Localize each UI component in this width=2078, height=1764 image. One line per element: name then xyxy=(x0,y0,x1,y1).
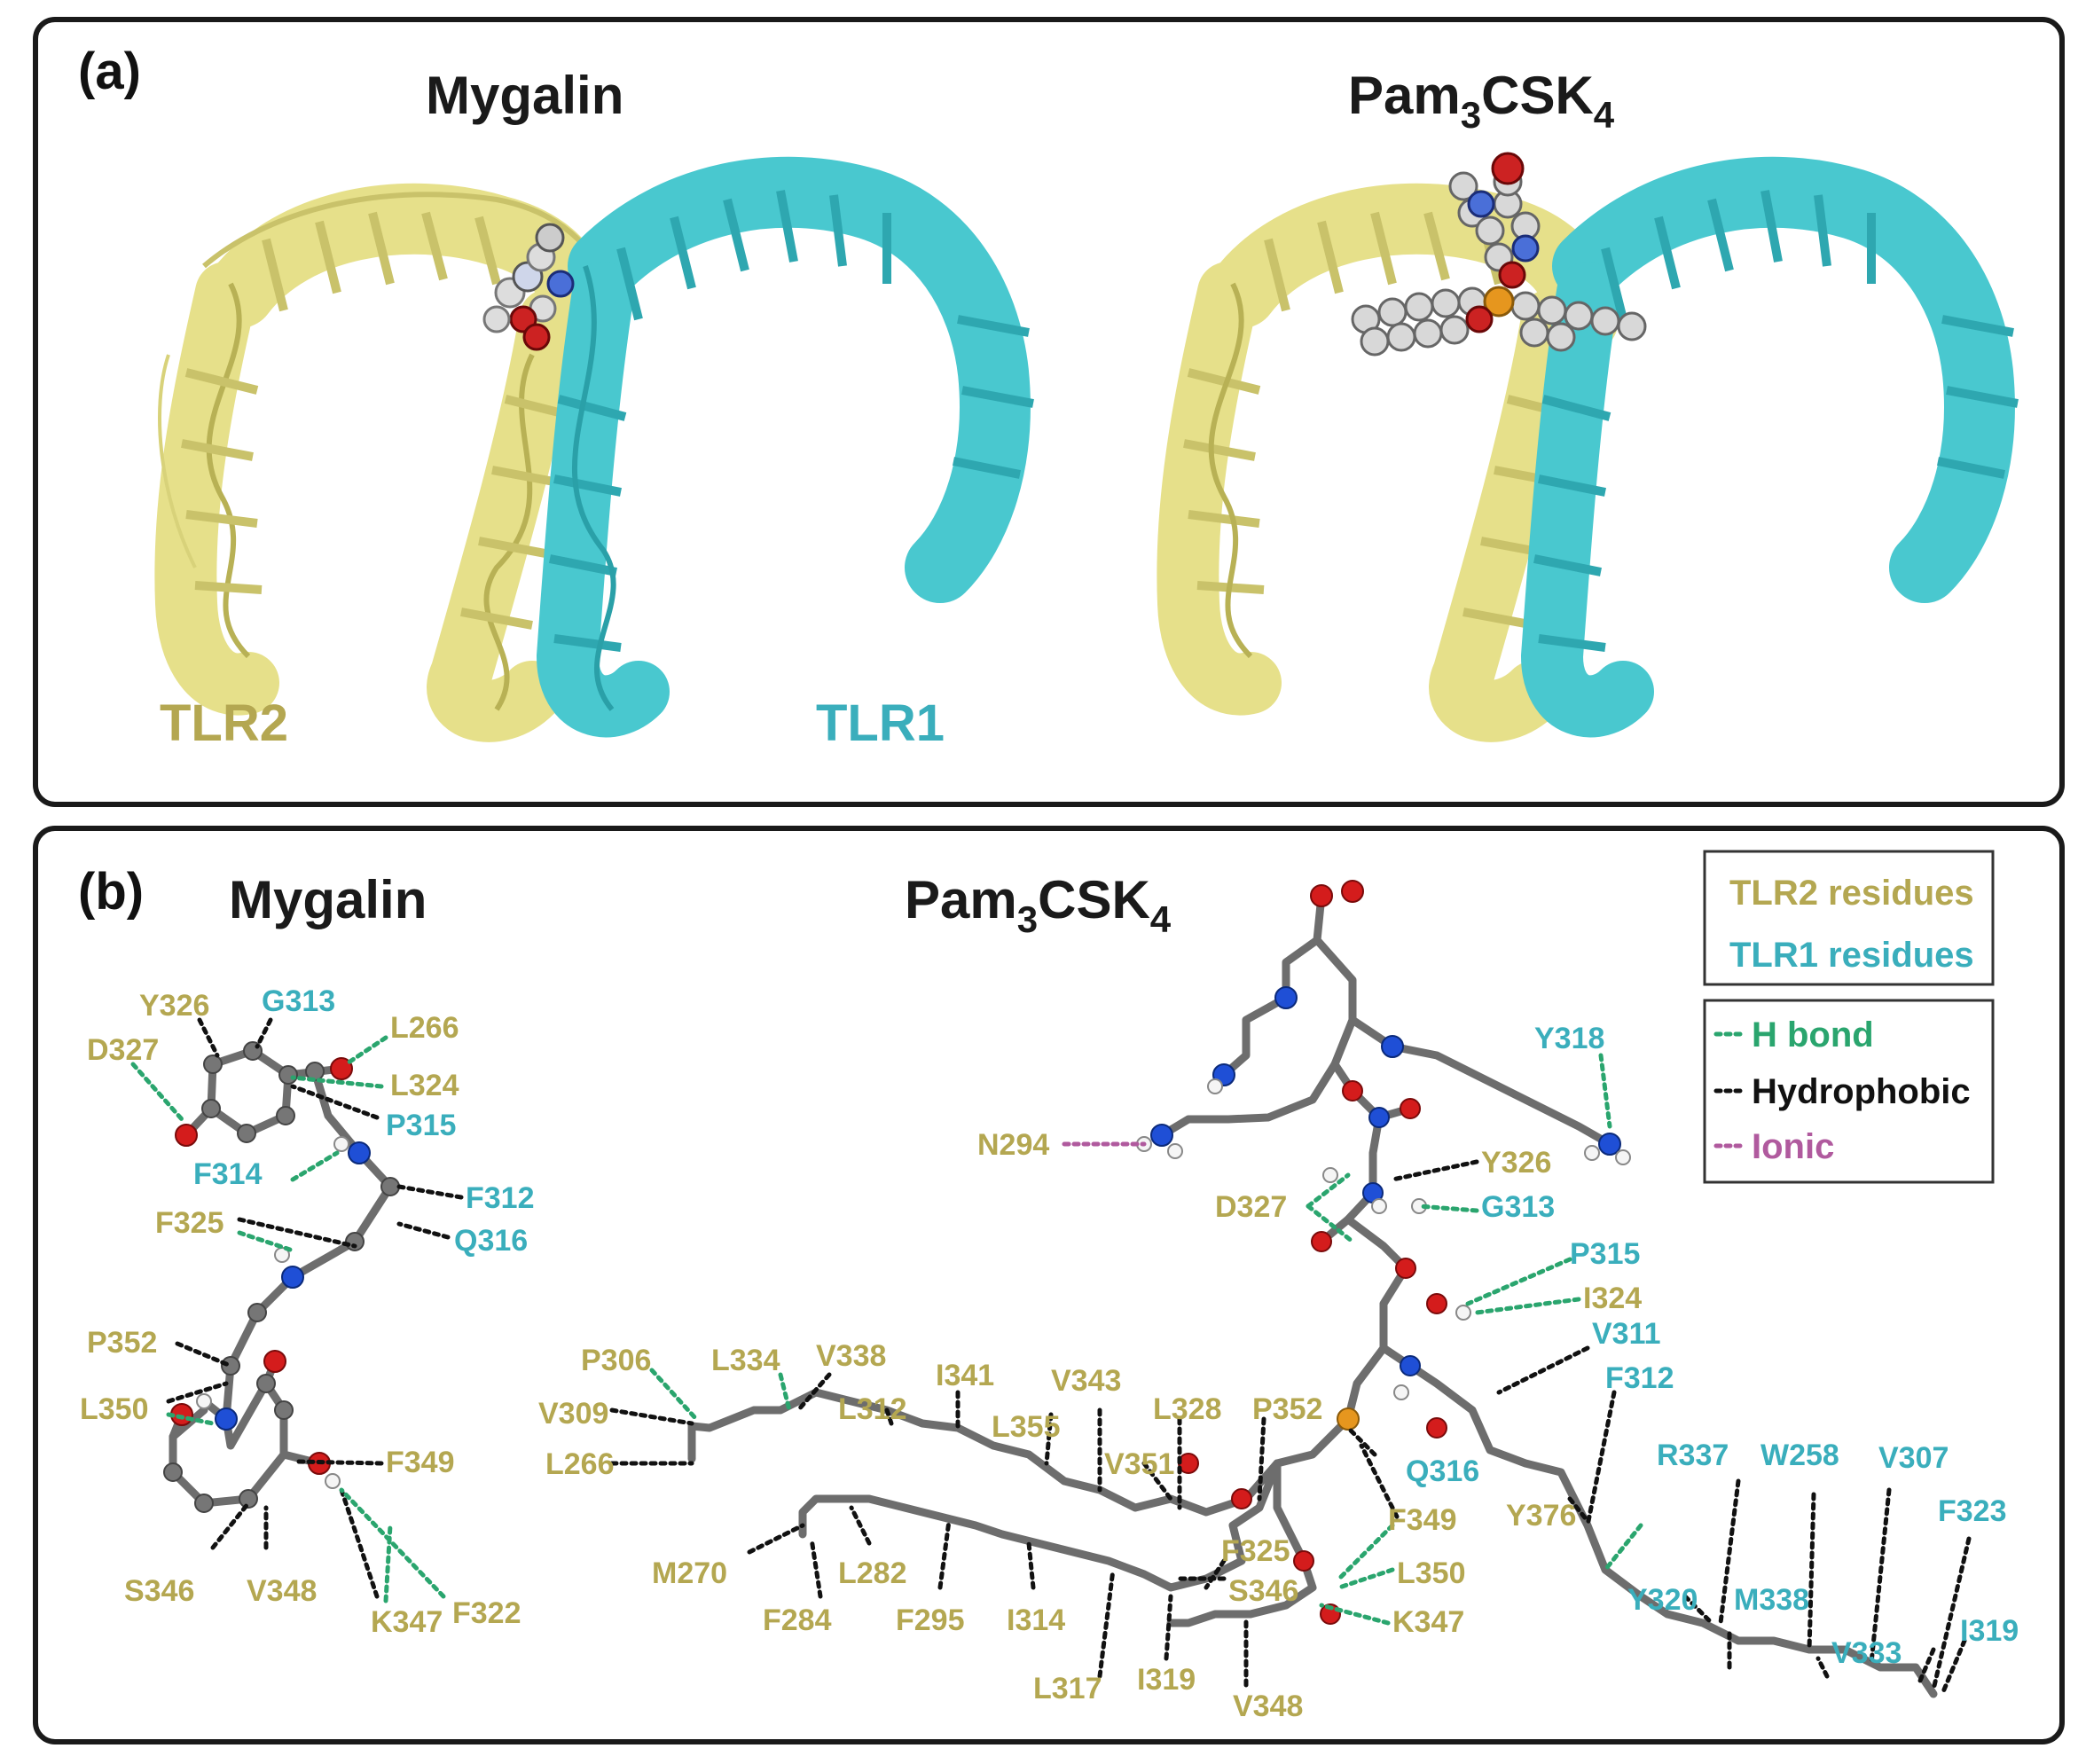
residue-label: S346 xyxy=(124,1574,194,1608)
residue-label: Q316 xyxy=(1406,1454,1479,1488)
panel-a-label: (a) xyxy=(78,43,141,100)
panel-b-title-pam3csk4: Pam3CSK4 xyxy=(905,870,1172,940)
tlr2-label: TLR2 xyxy=(160,694,288,752)
residue-label: K347 xyxy=(371,1605,443,1639)
residue-label: I319 xyxy=(1137,1663,1196,1697)
tlr1-ribbon-left xyxy=(536,156,1034,738)
residue-label: F349 xyxy=(386,1446,455,1479)
pam3csk4-spacefill xyxy=(1351,152,1647,357)
residue-label: F312 xyxy=(466,1181,535,1215)
residue-label: M270 xyxy=(652,1556,727,1590)
mygalin-interactions xyxy=(130,1017,464,1603)
residue-label: L312 xyxy=(838,1392,907,1426)
residue-label: F295 xyxy=(896,1603,965,1637)
residue-label: V311 xyxy=(1592,1317,1661,1351)
residue-label: F312 xyxy=(1605,1361,1674,1395)
legend-tlr1-residues: TLR1 residues xyxy=(1729,936,1974,975)
residue-label: Y326 xyxy=(139,989,209,1023)
residue-label: L334 xyxy=(711,1344,780,1377)
residue-label: V348 xyxy=(247,1574,317,1608)
residue-label: D327 xyxy=(1215,1190,1287,1224)
residue-label: I341 xyxy=(936,1359,994,1392)
residue-label: L355 xyxy=(992,1410,1061,1444)
residue-label: L350 xyxy=(80,1392,149,1426)
residue-label: P315 xyxy=(386,1109,456,1142)
panel-a-frame xyxy=(33,17,2065,807)
residue-label: V348 xyxy=(1233,1690,1303,1723)
residue-label: F284 xyxy=(763,1603,832,1637)
pam3csk4-interactions xyxy=(609,1053,1972,1697)
residue-label: V307 xyxy=(1878,1441,1949,1475)
residue-label: W258 xyxy=(1760,1439,1839,1472)
legend-hydrophobic: Hydrophobic xyxy=(1752,1072,1971,1111)
residue-label: Y376 xyxy=(1506,1499,1576,1533)
residue-label: G313 xyxy=(1481,1190,1555,1224)
residue-label: L266 xyxy=(390,1011,459,1045)
legend-tlr2-residues: TLR2 residues xyxy=(1729,874,1974,913)
residue-label: Q316 xyxy=(454,1224,528,1258)
residue-label: N294 xyxy=(977,1128,1049,1162)
residue-label: P352 xyxy=(1252,1392,1322,1426)
panel-a-title-pam3csk4: Pam3CSK4 xyxy=(1348,66,1615,136)
residue-label: V309 xyxy=(538,1397,608,1431)
residue-label: P306 xyxy=(581,1344,651,1377)
residue-label: V333 xyxy=(1831,1636,1902,1670)
pam3csk4-residue-labels: Y318 N294 Y326 D327 G313 P315 I324 V311 … xyxy=(538,1022,2019,1723)
residue-label: F325 xyxy=(155,1206,224,1240)
residue-label: I314 xyxy=(1007,1603,1065,1637)
residue-label: L324 xyxy=(390,1069,459,1102)
residue-label: F323 xyxy=(1938,1494,2007,1528)
residue-label: Y318 xyxy=(1534,1022,1604,1055)
residue-label: L266 xyxy=(545,1447,615,1481)
residue-label: L328 xyxy=(1153,1392,1222,1426)
legend-hbond: H bond xyxy=(1752,1015,1874,1054)
legend-interactions: H bond Hydrophobic Ionic xyxy=(1703,999,1995,1184)
residue-label: F314 xyxy=(193,1157,263,1191)
residue-label: F325 xyxy=(1221,1534,1290,1568)
residue-label: F322 xyxy=(452,1596,521,1630)
residue-label: G313 xyxy=(262,984,335,1018)
panel-b-label: (b) xyxy=(78,863,144,921)
residue-label: V351 xyxy=(1104,1447,1174,1481)
residue-label: R337 xyxy=(1657,1439,1729,1472)
residue-label: S346 xyxy=(1228,1574,1298,1608)
residue-label: K347 xyxy=(1392,1605,1464,1639)
mygalin-2d-structure xyxy=(163,1041,400,1513)
residue-label: D327 xyxy=(87,1033,159,1067)
tlr1-label: TLR1 xyxy=(816,694,945,752)
panel-b-title-mygalin: Mygalin xyxy=(229,870,427,929)
residue-label: L282 xyxy=(838,1556,907,1590)
residue-label: P315 xyxy=(1570,1237,1640,1271)
residue-label: P352 xyxy=(87,1326,157,1360)
panel-b-frame xyxy=(33,826,2065,1744)
residue-label: Y320 xyxy=(1627,1583,1698,1617)
legend-ionic: Ionic xyxy=(1752,1127,1834,1166)
tlr1-ribbon-right xyxy=(1520,156,2019,738)
residue-label: I319 xyxy=(1960,1614,2019,1648)
mygalin-residue-labels: Y326 G313 D327 L266 L324 P315 F314 F312 … xyxy=(80,984,535,1639)
residue-label: L350 xyxy=(1397,1556,1466,1590)
residue-label: M338 xyxy=(1734,1583,1809,1617)
mygalin-spacefill xyxy=(482,223,575,351)
legend-residues: TLR2 residues TLR1 residues xyxy=(1703,850,1995,986)
residue-label: V338 xyxy=(816,1339,886,1373)
residue-label: F349 xyxy=(1388,1503,1457,1537)
residue-label: Y326 xyxy=(1481,1146,1551,1180)
residue-label: V343 xyxy=(1051,1364,1121,1398)
residue-label: I324 xyxy=(1583,1282,1642,1315)
panel-a-title-mygalin: Mygalin xyxy=(426,66,623,125)
residue-label: L317 xyxy=(1033,1672,1102,1705)
pam3csk4-2d-structure xyxy=(687,880,1938,1698)
